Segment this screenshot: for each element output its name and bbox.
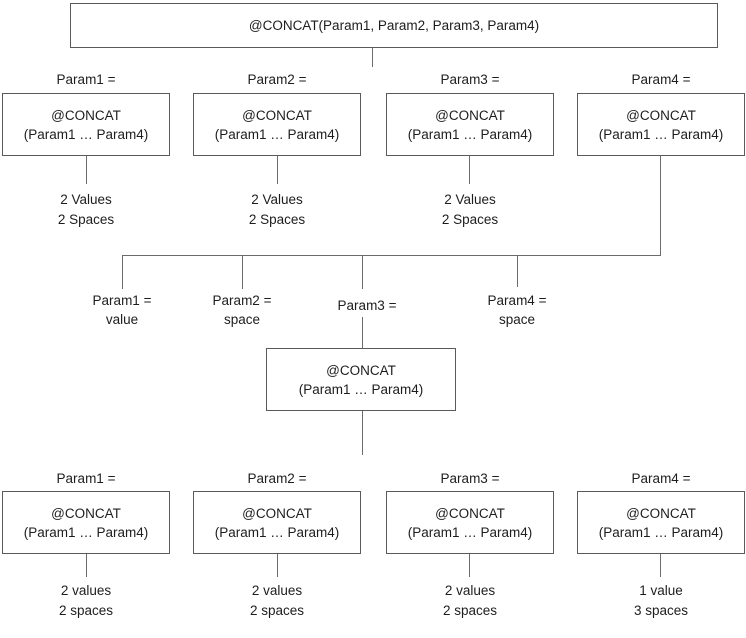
result-line-2: 2 Spaces [441,212,499,227]
level4-param1-result-stub [86,554,87,577]
level2-param1-result-stub [86,156,87,184]
level2-param1-label: Param1 = [56,72,116,87]
node-function-name: @CONCAT [51,505,121,521]
node-function-args: (Param1 … Param4) [214,126,340,142]
result-line-1: 2 values [444,583,496,598]
node-function-args: (Param1 … Param4) [598,524,724,540]
level3-param1-drop-line [122,255,123,289]
result-line-2: 2 Spaces [248,212,306,227]
result-line-1: 2 Values [60,192,112,207]
node-function-name: @CONCAT [242,107,312,123]
result-line-2: 2 spaces [442,603,498,618]
level4-param3-result: 2 values 2 spaces [386,581,554,621]
level4-param4-node: @CONCAT (Param1 … Param4) [577,491,745,554]
result-line-1: 2 Values [251,192,303,207]
param-name: Param1 = [92,293,152,308]
level2-param4-label: Param4 = [631,72,691,87]
level4-param2-result: 2 values 2 spaces [193,581,361,621]
param-value: space [498,312,536,327]
level4-param4-label: Param4 = [631,471,691,486]
level3-concat-node: @CONCAT (Param1 … Param4) [266,348,456,411]
level3-param2-drop-line [242,255,243,289]
node-function-name: @CONCAT [626,107,696,123]
result-line-2: 3 spaces [633,603,689,618]
level2-param2-result-stub [277,156,278,184]
level4-param1-label: Param1 = [56,471,116,486]
result-line-1: 1 value [639,583,683,598]
level4-param2-label: Param2 = [247,471,307,486]
result-line-1: 2 values [251,583,303,598]
root-formula-text: @CONCAT(Param1, Param2, Param3, Param4) [248,18,540,33]
level2-param3-result: 2 Values 2 Spaces [386,190,554,230]
result-line-1: 2 Values [444,192,496,207]
level3-param3-label: Param3 = [307,296,427,315]
level4-param4-result: 1 value 3 spaces [577,581,745,621]
node-function-name: @CONCAT [435,505,505,521]
result-line-2: 2 spaces [249,603,305,618]
level2-param3-label: Param3 = [440,72,500,87]
node-function-args: (Param1 … Param4) [407,126,533,142]
node-function-name: @CONCAT [242,505,312,521]
root-connector-stub [372,48,373,67]
level3-horizontal-connector [122,255,661,256]
param-value: value [105,312,139,327]
level4-param3-label: Param3 = [440,471,500,486]
node-function-name: @CONCAT [626,505,696,521]
param-name: Param2 = [212,293,272,308]
level2-param1-node: @CONCAT (Param1 … Param4) [2,93,170,156]
node-function-args: (Param1 … Param4) [298,381,424,397]
node-function-name: @CONCAT [435,107,505,123]
level3-param4-label: Param4 = space [457,291,577,329]
node-function-args: (Param1 … Param4) [598,126,724,142]
level2-param2-label: Param2 = [247,72,307,87]
node-function-args: (Param1 … Param4) [214,524,340,540]
param-name: Param4 = [487,293,547,308]
node-function-args: (Param1 … Param4) [23,524,149,540]
level2-param4-down-connector [660,156,661,256]
level3-param1-label: Param1 = value [62,291,182,329]
node-function-name: @CONCAT [51,107,121,123]
level4-param1-result: 2 values 2 spaces [2,581,170,621]
level4-param2-result-stub [277,554,278,577]
level4-param1-node: @CONCAT (Param1 … Param4) [2,491,170,554]
node-function-args: (Param1 … Param4) [23,126,149,142]
root-concat-node: @CONCAT(Param1, Param2, Param3, Param4) [70,3,718,48]
level2-param3-node: @CONCAT (Param1 … Param4) [386,93,554,156]
node-function-name: @CONCAT [326,362,396,378]
param-name: Param3 = [337,298,397,313]
level3-param3-drop-line [362,255,363,289]
level3-param4-drop-line [517,255,518,287]
level2-param2-node: @CONCAT (Param1 … Param4) [193,93,361,156]
node-function-args: (Param1 … Param4) [407,524,533,540]
level2-param4-node: @CONCAT (Param1 … Param4) [577,93,745,156]
level4-param3-node: @CONCAT (Param1 … Param4) [386,491,554,554]
level3-param2-label: Param2 = space [182,291,302,329]
result-line-2: 2 spaces [58,603,114,618]
result-line-1: 2 values [60,583,112,598]
level2-param2-result: 2 Values 2 Spaces [193,190,361,230]
level4-param3-result-stub [469,554,470,577]
param-value: space [223,312,261,327]
level3-box-down-stub [362,411,363,455]
level2-param1-result: 2 Values 2 Spaces [2,190,170,230]
level4-param2-node: @CONCAT (Param1 … Param4) [193,491,361,554]
result-line-2: 2 Spaces [57,212,115,227]
level3-param3-to-box-line [362,317,363,348]
level4-param4-result-stub [660,554,661,577]
level2-param3-result-stub [469,156,470,184]
